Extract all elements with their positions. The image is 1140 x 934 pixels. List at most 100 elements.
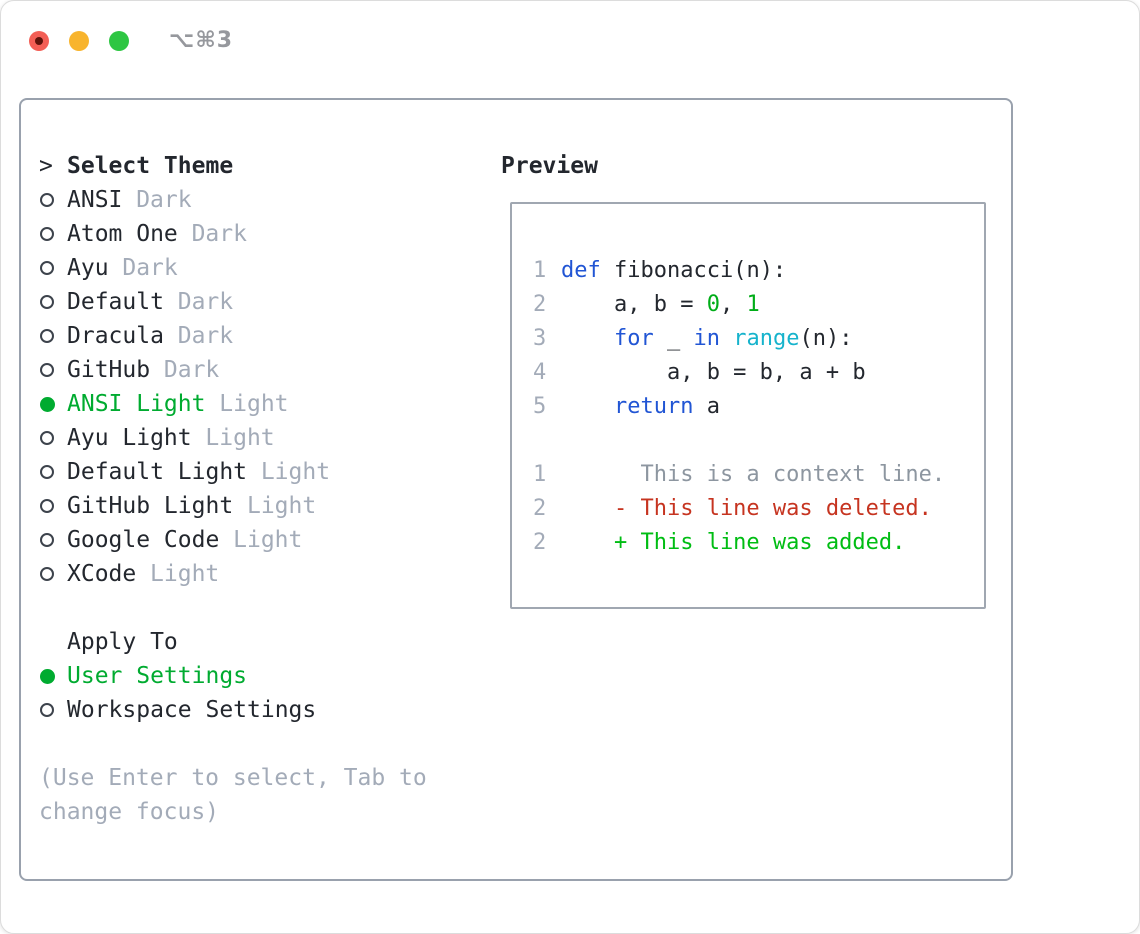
token-plain: fibonacci(n): [600,257,787,283]
spacer [39,591,489,625]
theme-option[interactable]: Default Light Light [39,455,489,489]
code-text: for _ in range(n): [561,326,852,351]
line-number: 2 [533,495,547,521]
diff-text: - This line was deleted. [561,495,932,521]
apply-to-title: Apply To [67,629,178,655]
code-text: a, b = b, a + b [561,360,866,385]
theme-option[interactable]: GitHub Light Light [39,489,489,523]
spacer [39,727,489,761]
minimize-button[interactable] [69,30,89,51]
code-line: 4 a, b = b, a + b [533,355,984,389]
radio-icon [40,499,54,513]
option-label: XCode [67,561,137,587]
option-label: Google Code [67,527,220,553]
token-number: 1 [746,291,760,317]
line-number: 4 [533,359,547,385]
theme-option[interactable]: GitHub Dark [39,353,489,387]
diff-text: This is a context line. [561,461,946,487]
option-variant-label: Dark [163,357,220,383]
option-variant-label: Dark [122,255,178,281]
line-number: 3 [533,325,547,351]
radio-icon [40,295,54,309]
theme-option[interactable]: Default Dark [39,285,489,319]
option-variant-label: Dark [191,221,247,247]
line-number: 2 [533,529,547,555]
token-plain: _ [653,325,694,351]
theme-selector-column: > Select Theme ANSI Dark Atom One Dark A… [39,149,489,829]
apply-to-option[interactable]: User Settings [39,659,489,693]
option-label: Ayu [67,255,109,281]
select-theme-header: > Select Theme [39,149,489,183]
apply-to-header: Apply To [39,625,489,659]
option-variant-label: Light [150,561,220,587]
option-label: Default Light [67,459,248,485]
spacer [533,423,984,457]
token-plain [720,326,733,351]
theme-option[interactable]: Ayu Dark [39,251,489,285]
token-number: 0 [706,291,720,317]
option-variant-label: Light [219,391,289,417]
option-label: Default [67,289,164,315]
code-preview: 1 def fibonacci(n): 2 a, b = 0, 1 3 for _… [533,253,984,423]
theme-list: ANSI Dark Atom One Dark Ayu Dark Default… [39,183,489,591]
radio-icon [40,193,54,207]
radio-icon [40,668,55,684]
radio-icon [40,465,54,479]
line-number: 5 [533,393,547,419]
theme-option[interactable]: ANSI Dark [39,183,489,217]
radio-icon [40,329,54,343]
code-text: def fibonacci(n): [561,258,786,283]
token-keyword: in [693,325,720,351]
diff-line: 2 - This line was deleted. [533,491,984,525]
theme-option[interactable]: XCode Light [39,557,489,591]
theme-option[interactable]: Ayu Light Light [39,421,489,455]
traffic-lights [29,30,129,51]
option-variant-label: Light [205,425,275,451]
preview-box: 1 def fibonacci(n): 2 a, b = 0, 1 3 for _… [510,202,986,609]
hint-line: (Use Enter to select, Tab to [39,765,427,791]
token-keyword: return [613,393,694,419]
diff-text: + This line was added. [561,529,906,555]
option-variant-label: Dark [136,187,192,213]
line-number: 1 [533,461,547,487]
theme-option[interactable]: Google Code Light [39,523,489,557]
option-label: User Settings [67,663,248,689]
option-label: Workspace Settings [67,697,317,723]
option-variant-label: Dark [177,323,234,349]
titlebar: ⌥⌘3 [29,28,233,53]
option-label: Ayu Light [67,425,192,451]
token-plain: a, b = b, a + b [561,359,866,385]
code-text: a, b = 0, 1 [561,292,760,317]
token-builtin: range [733,325,800,351]
window-shortcut-title: ⌥⌘3 [169,28,234,53]
token-plain [561,326,614,351]
token-keyword: for [613,325,654,351]
hint-text: (Use Enter to select, Tab to change focus… [39,761,489,829]
theme-option[interactable]: Atom One Dark [39,217,489,251]
radio-icon [40,703,54,717]
option-variant-label: Light [246,493,317,519]
theme-option[interactable]: ANSI Light Light [39,387,489,421]
option-label: Dracula [67,323,164,349]
unsaved-dot-icon [35,36,43,45]
radio-icon [40,567,54,581]
option-variant-label: Light [233,527,303,553]
diff-preview: 1 This is a context line. 2 - This line … [533,457,984,559]
radio-icon [40,431,54,445]
zoom-button[interactable] [109,30,129,51]
close-button[interactable] [29,30,49,51]
line-number: 2 [533,291,547,317]
theme-option[interactable]: Dracula Dark [39,319,489,353]
apply-to-list: User Settings Workspace Settings [39,659,489,727]
hint-line: change focus) [39,799,220,825]
radio-icon [40,363,54,377]
diff-line: 1 This is a context line. [533,457,984,491]
select-theme-title: Select Theme [67,153,234,179]
token-keyword: def [561,257,601,283]
code-text: return a [561,394,720,419]
option-label: GitHub [67,357,151,383]
option-variant-label: Light [260,459,331,485]
code-line: 5 return a [533,389,984,423]
apply-to-option[interactable]: Workspace Settings [39,693,489,727]
option-variant-label: Dark [177,289,234,315]
